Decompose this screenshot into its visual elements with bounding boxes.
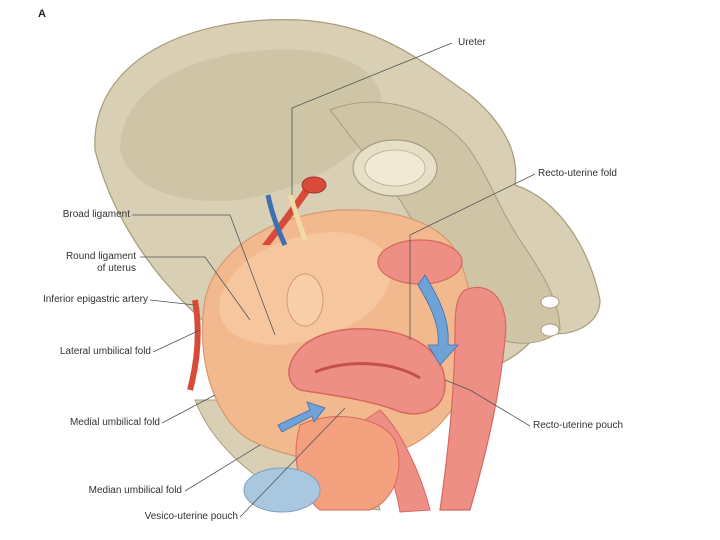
label-round-ligament: Round ligament of uterus	[50, 251, 136, 275]
label-lateral-umbilical-fold: Lateral umbilical fold	[59, 346, 151, 357]
leader-lateral-umbilical	[152, 329, 201, 353]
sacral-foramen-1	[540, 295, 560, 309]
sacral-foramen-2	[540, 323, 560, 337]
leader-broad-ligament	[132, 214, 276, 336]
colon-cut-end	[377, 239, 463, 285]
leader-lines	[132, 42, 536, 518]
label-round-ligament-line2: of uterus	[97, 263, 136, 274]
label-inferior-epigastric-artery: Inferior epigastric artery	[42, 294, 148, 305]
leader-recto-uterine-fold	[409, 173, 536, 340]
vein	[265, 194, 288, 247]
leader-inferior-epigastric	[149, 299, 196, 306]
ilium-fossa	[120, 49, 382, 201]
label-medial-umbilical-fold: Medial umbilical fold	[69, 417, 160, 428]
leader-round-ligament	[140, 256, 251, 321]
rectum	[439, 286, 507, 511]
label-vesico-uterine-pouch: Vesico-uterine pouch	[144, 511, 238, 522]
label-median-umbilical-fold: Median umbilical fold	[88, 485, 182, 496]
panel-letter: A	[38, 8, 46, 20]
label-recto-uterine-pouch: Recto-uterine pouch	[533, 420, 624, 431]
label-round-ligament-line1: Round ligament	[65, 251, 136, 262]
ureter-vessel	[287, 194, 308, 241]
leader-recto-uterine-pouch	[444, 379, 531, 427]
artery-cut-end	[301, 176, 327, 194]
inferior-epigastric-vessel	[187, 299, 201, 391]
label-broad-ligament: Broad ligament	[62, 209, 130, 220]
uterus	[288, 328, 446, 415]
uterine-cavity	[314, 362, 421, 380]
label-recto-uterine-fold: Recto-uterine fold	[538, 168, 617, 179]
leader-vesico-uterine-pouch	[239, 407, 346, 518]
leader-medial-umbilical	[161, 394, 216, 424]
pubic-symphysis	[243, 467, 321, 513]
leader-median-umbilical	[184, 444, 261, 492]
leader-ureter	[291, 42, 453, 195]
label-ureter: Ureter	[458, 37, 486, 48]
vertebral-canal	[364, 149, 426, 187]
vesico-uterine-arrow	[277, 401, 326, 433]
ovary	[286, 273, 324, 327]
recto-uterine-arrow	[417, 274, 459, 366]
